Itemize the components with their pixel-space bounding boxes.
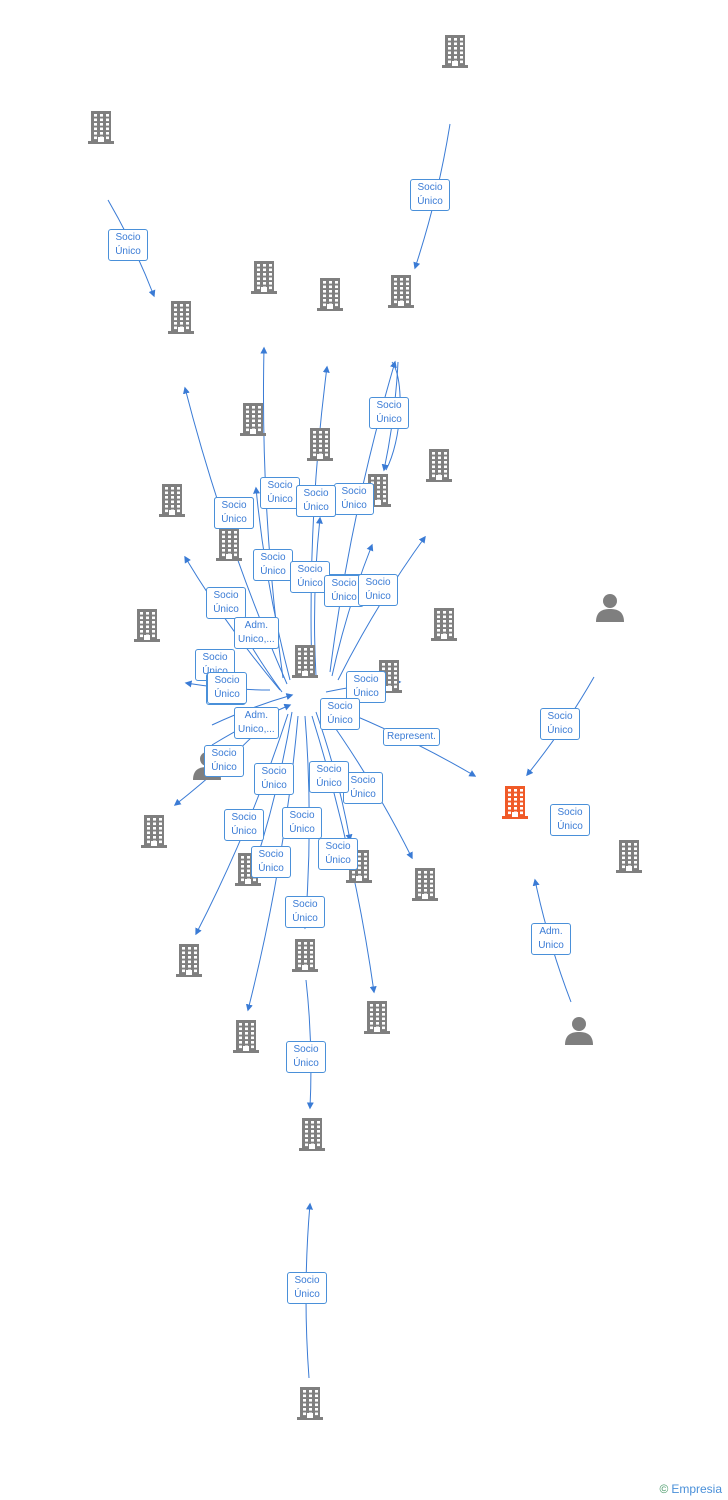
relation-label[interactable]: Socio Único: [358, 574, 398, 606]
building-icon: [388, 275, 414, 308]
relation-label[interactable]: Socio Único: [410, 179, 450, 211]
edge-afiens-p3abrera: [184, 555, 281, 691]
node-carrone[interactable]: [555, 592, 665, 622]
node-cassidy[interactable]: [209, 260, 319, 294]
building-icon: [297, 1387, 323, 1420]
brand-name: Empresia: [671, 1482, 722, 1496]
building-icon: [364, 1001, 390, 1034]
relation-label[interactable]: Socio Único: [334, 483, 374, 515]
node-tifany[interactable]: [198, 402, 308, 436]
relation-label[interactable]: Socio Único: [343, 772, 383, 804]
relation-label[interactable]: Adm. Unico,...: [234, 707, 279, 739]
node-naos[interactable]: [134, 943, 244, 977]
node-strongrock[interactable]: [389, 607, 499, 641]
relation-label[interactable]: Socio Único: [108, 229, 148, 261]
relation-label[interactable]: Adm. Unico,...: [234, 617, 279, 649]
relation-label[interactable]: Socio Único: [285, 896, 325, 928]
building-icon: [292, 939, 318, 972]
edge-afiens-kauri: [314, 516, 323, 677]
relation-label[interactable]: Socio Único: [550, 804, 590, 836]
node-dinale[interactable]: [384, 448, 494, 482]
relation-label[interactable]: Socio Único: [290, 561, 330, 593]
relation-label[interactable]: Socio Único: [253, 549, 293, 581]
building-icon: [431, 608, 457, 641]
building-icon: [134, 609, 160, 642]
building-icon: [292, 645, 318, 678]
building-icon: [426, 449, 452, 482]
relation-label[interactable]: Socio Único: [287, 1272, 327, 1304]
node-lsref3[interactable]: [191, 1019, 301, 1053]
relation-label[interactable]: Socio Único: [214, 497, 254, 529]
building-icon: [412, 868, 438, 901]
building-icon: [159, 484, 185, 517]
relation-label[interactable]: Socio Único: [260, 477, 300, 509]
building-icon: [240, 403, 266, 436]
relation-label[interactable]: Adm. Unico: [531, 923, 571, 955]
relation-label[interactable]: Socio Único: [286, 1041, 326, 1073]
building-icon: [168, 301, 194, 334]
building-icon: [616, 840, 642, 873]
edge-afiens-malaga: [310, 365, 330, 677]
node-tshce_chamberi[interactable]: [99, 814, 209, 848]
relation-label[interactable]: Socio Único: [251, 846, 291, 878]
building-icon: [176, 944, 202, 977]
relation-label[interactable]: Socio Único: [320, 698, 360, 730]
relation-label[interactable]: Socio Único: [369, 397, 409, 429]
building-icon: [317, 278, 343, 311]
relation-label[interactable]: Socio Único: [309, 761, 349, 793]
node-bokmol[interactable]: [574, 839, 684, 873]
relation-label[interactable]: Socio Único: [296, 485, 336, 517]
node-paulucci[interactable]: [524, 1015, 634, 1045]
relation-label[interactable]: Socio Único: [254, 763, 294, 795]
node-tshce_sants[interactable]: [250, 938, 360, 972]
building-icon: [442, 35, 468, 68]
node-esvernia[interactable]: [92, 608, 202, 642]
copyright-symbol: ©: [659, 1482, 669, 1496]
node-gsaf[interactable]: [400, 34, 510, 68]
relation-label[interactable]: Socio Único: [282, 807, 322, 839]
relation-label[interactable]: Socio Único: [318, 838, 358, 870]
edge-afiens-tifany: [253, 486, 291, 681]
building-icon: [502, 786, 528, 819]
edge-afiens-tshce_la: [331, 543, 374, 677]
node-midul[interactable]: [370, 867, 480, 901]
relation-label[interactable]: Socio Único: [206, 587, 246, 619]
building-icon: [299, 1118, 325, 1151]
node-p3abrera[interactable]: [117, 483, 227, 517]
credit: ©Empresia: [659, 1482, 722, 1496]
node-joster[interactable]: [257, 1117, 367, 1151]
building-icon: [251, 261, 277, 294]
relation-label[interactable]: Represent.: [383, 728, 440, 746]
relation-label[interactable]: Socio Único: [540, 708, 580, 740]
node-afiens[interactable]: [250, 644, 360, 678]
building-icon: [141, 815, 167, 848]
relation-label[interactable]: Socio Único: [346, 671, 386, 703]
person-icon: [596, 594, 624, 622]
node-camiguin[interactable]: [460, 785, 570, 819]
node-malaga[interactable]: [275, 277, 385, 311]
node-redevco[interactable]: [46, 110, 156, 144]
node-liquenes[interactable]: [255, 1386, 365, 1420]
node-riv[interactable]: [126, 300, 236, 334]
edge-afiens-dinale: [337, 535, 426, 681]
building-icon: [307, 428, 333, 461]
node-yansei[interactable]: [346, 274, 456, 308]
building-icon: [216, 528, 242, 561]
relation-label[interactable]: Socio Único: [224, 809, 264, 841]
node-kauri[interactable]: [265, 427, 375, 461]
node-gestion[interactable]: [322, 1000, 432, 1034]
relation-label[interactable]: Socio Único: [204, 745, 244, 777]
building-icon: [88, 111, 114, 144]
relation-label[interactable]: Socio Único: [207, 672, 247, 704]
building-icon: [233, 1020, 259, 1053]
node-bemate[interactable]: [174, 527, 284, 561]
person-icon: [565, 1017, 593, 1045]
